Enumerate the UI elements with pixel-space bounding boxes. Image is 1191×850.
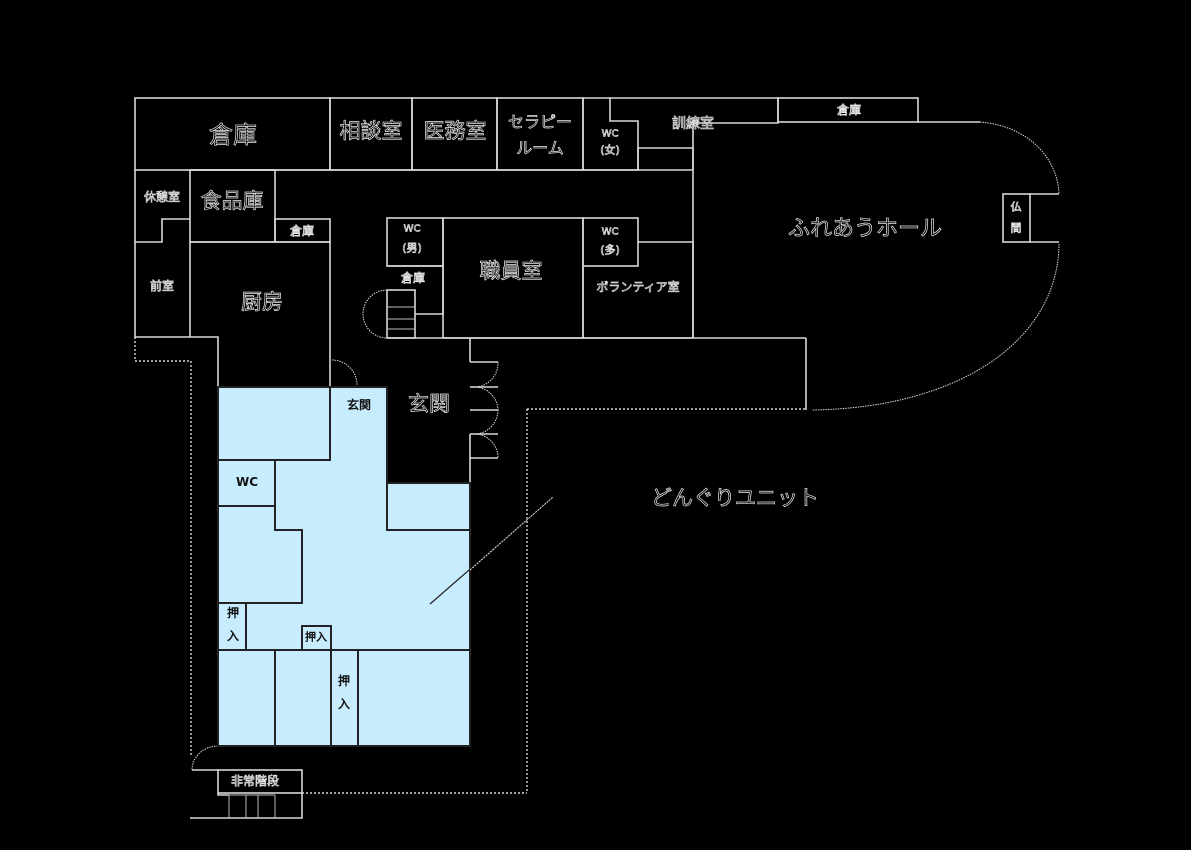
room-anteroom: 前室 bbox=[150, 278, 174, 293]
room-storage-top-right: 倉庫 bbox=[837, 102, 861, 117]
room-consultation: 相談室 bbox=[340, 119, 403, 143]
donguri-unit bbox=[217, 386, 554, 747]
room-food-storage: 食品庫 bbox=[201, 189, 264, 213]
unit-labels: 玄関 WC 押 入 押入 押 入 bbox=[227, 397, 371, 711]
unit-closet-left-1: 押 bbox=[227, 605, 239, 620]
hall-walls bbox=[527, 121, 1060, 411]
room-labels: 倉庫 相談室 医務室 セラピー ルーム WC (女) 訓練室 倉庫 休憩室 食品… bbox=[144, 102, 1022, 789]
room-altar-2: 間 bbox=[1011, 222, 1022, 235]
room-medical-office: 医務室 bbox=[424, 119, 487, 143]
outer-perimeter bbox=[134, 337, 528, 819]
room-volunteer: ボランティア室 bbox=[596, 279, 679, 294]
room-wc-multi-1: WC bbox=[602, 227, 619, 238]
room-rest: 休憩室 bbox=[144, 189, 180, 204]
room-training: 訓練室 bbox=[672, 115, 714, 132]
room-staff: 職員室 bbox=[480, 259, 543, 283]
room-storage-small: 倉庫 bbox=[290, 223, 314, 238]
unit-wc: WC bbox=[236, 475, 258, 489]
room-entrance-main: 玄関 bbox=[408, 392, 450, 416]
unit-closet-small: 押入 bbox=[305, 630, 327, 644]
unit-closet-bottom-2: 入 bbox=[338, 697, 350, 711]
room-emergency-stairs: 非常階段 bbox=[231, 773, 279, 788]
unit-entrance: 玄関 bbox=[347, 397, 371, 412]
unit-closet-bottom-1: 押 bbox=[338, 673, 350, 688]
room-storage-mid: 倉庫 bbox=[401, 270, 425, 285]
unit-leader-line bbox=[429, 496, 554, 605]
room-wc-men-2: (男) bbox=[402, 242, 422, 255]
room-wc-men-1: WC bbox=[404, 224, 421, 235]
room-wc-women-1: WC bbox=[602, 129, 619, 140]
room-storage-main: 倉庫 bbox=[209, 121, 257, 149]
center-block-walls bbox=[362, 148, 806, 339]
room-wc-multi-2: (多) bbox=[600, 243, 620, 257]
room-wc-women-2: (女) bbox=[600, 143, 620, 157]
room-hall: ふれあうホール bbox=[788, 217, 942, 242]
unit-name-label: どんぐりユニット bbox=[651, 486, 819, 510]
room-altar-1: 仏 bbox=[1011, 201, 1022, 214]
room-kitchen: 厨房 bbox=[241, 290, 283, 314]
unit-closet-left-2: 入 bbox=[227, 629, 239, 643]
room-therapy-2: ルーム bbox=[516, 139, 564, 158]
room-therapy-1: セラピー bbox=[508, 113, 572, 132]
entrance-walls bbox=[331, 338, 499, 483]
